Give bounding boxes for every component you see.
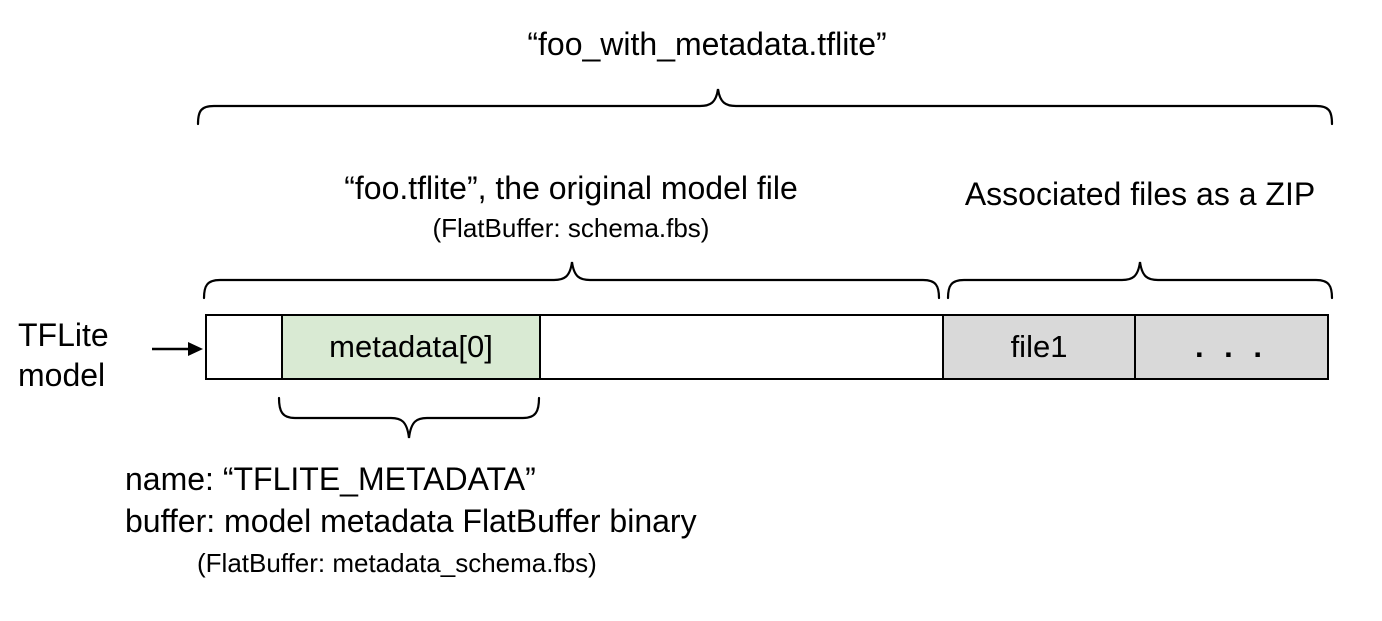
bar-segment-more-files: . . . bbox=[1134, 316, 1327, 378]
bar-segment-file1: file1 bbox=[942, 316, 1134, 378]
bar-segment-empty-1 bbox=[207, 316, 281, 378]
bar-segment-metadata: metadata[0] bbox=[281, 316, 539, 378]
model-file-caption: “foo.tflite”, the original model file (F… bbox=[271, 168, 871, 244]
metadata-note: name: “TFLITE_METADATA” buffer: model me… bbox=[125, 458, 697, 584]
metadata-note-buffer: buffer: model metadata FlatBuffer binary bbox=[125, 503, 697, 539]
model-file-caption-line1: “foo.tflite”, the original model file bbox=[344, 170, 798, 206]
top-brace bbox=[196, 88, 1334, 126]
zip-brace bbox=[946, 261, 1334, 300]
model-file-brace bbox=[202, 261, 941, 300]
model-file-caption-line2: (FlatBuffer: schema.fbs) bbox=[432, 213, 710, 243]
model-bar: metadata[0] file1 . . . bbox=[205, 314, 1329, 380]
metadata-brace bbox=[277, 396, 541, 439]
tflite-model-label: TFLite model bbox=[18, 315, 109, 395]
tflite-model-label-line2: model bbox=[18, 357, 106, 393]
zip-caption: Associated files as a ZIP bbox=[964, 176, 1316, 212]
tflite-model-label-line1: TFLite bbox=[18, 317, 109, 353]
metadata-note-schema: (FlatBuffer: metadata_schema.fbs) bbox=[197, 548, 597, 578]
arrow-icon bbox=[152, 342, 203, 356]
metadata-note-name: name: “TFLITE_METADATA” bbox=[125, 461, 536, 497]
bar-segment-empty-2 bbox=[539, 316, 942, 378]
file-title: “foo_with_metadata.tflite” bbox=[527, 26, 887, 62]
